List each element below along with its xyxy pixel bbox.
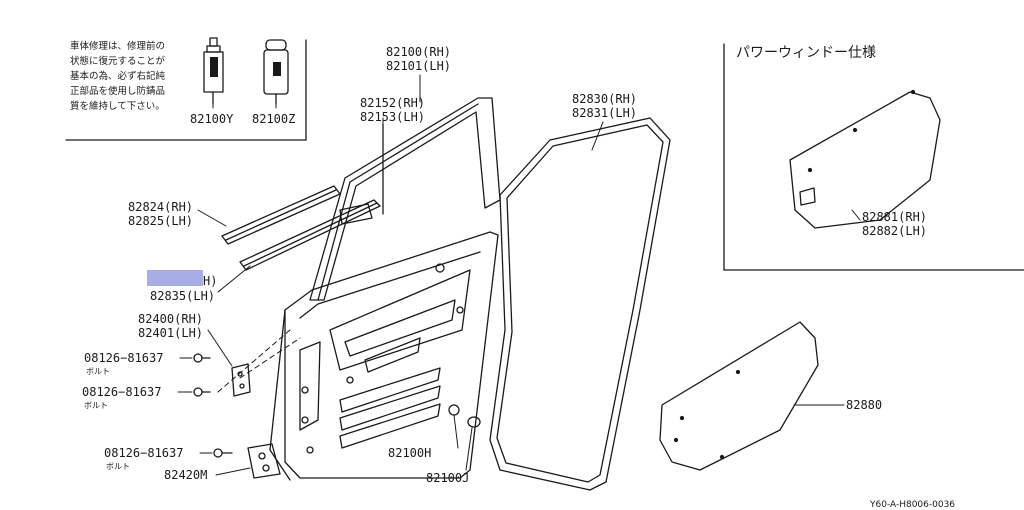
label-82100-rh: 82100(RH) <box>386 45 452 59</box>
door-hinge-upper <box>231 363 251 397</box>
label-82100h: 82100H <box>388 446 432 460</box>
label-82401-lh: 82401(LH) <box>138 326 204 340</box>
note-frame <box>65 39 307 141</box>
door-trim-82881 <box>789 89 941 229</box>
label-82825-lh: 82825(LH) <box>128 214 194 228</box>
door-hinge-lower <box>247 443 281 479</box>
label-bolt-1: 08126−81637 <box>84 351 164 365</box>
note-line-4: 正部品を使用し防錆品 <box>70 86 166 97</box>
door-trim-panel-82880 <box>659 321 819 471</box>
leader-lines <box>177 74 861 476</box>
plug-82100j-icon <box>467 416 481 428</box>
label-82100j: 82100J <box>426 471 470 485</box>
label-82830-rh: 82830(RH) <box>572 92 638 106</box>
label-82100y: 82100Y <box>190 112 234 126</box>
label-82881-rh: 82881(RH) <box>862 210 928 224</box>
note-line-1: 車体修理は、修理前の <box>70 41 166 52</box>
door-window-frame <box>309 97 501 301</box>
door-inner-panel <box>269 231 499 481</box>
label-82152-rh: 82152(RH) <box>360 96 426 110</box>
label-82880: 82880 <box>846 398 883 412</box>
label-82835-lh: 82835(LH) <box>150 289 216 303</box>
door-weatherstrip-82830 <box>489 117 671 491</box>
label-bolt-1-kana: ボルト <box>86 367 110 376</box>
label-bolt-3-kana: ボルト <box>106 462 130 471</box>
label-8283x-rh-partial: H) <box>203 274 218 288</box>
label-82153-lh: 82153(LH) <box>360 110 426 124</box>
note-line-2: 状態に復元することが <box>70 56 166 67</box>
reference-code: Y60-A-H8006-0036 <box>870 500 956 510</box>
label-82882-lh: 82882(LH) <box>862 224 928 238</box>
note-line-5: 質を維持して下さい。 <box>70 101 165 112</box>
plug-82100h-icon <box>448 404 460 416</box>
label-82420m: 82420M <box>164 468 208 482</box>
aerosol-can-82100z-icon <box>263 39 289 105</box>
belt-moulding-82824 <box>221 185 341 245</box>
label-82400-rh: 82400(RH) <box>138 312 204 326</box>
redaction-box <box>147 270 203 286</box>
bolt-icon-3 <box>213 448 233 458</box>
label-82101-lh: 82101(LH) <box>386 59 452 73</box>
bolt-icon-1 <box>193 353 211 363</box>
label-bolt-2-kana: ボルト <box>84 401 108 410</box>
weatherstrip-82835 <box>239 199 381 271</box>
spray-can-82100y-icon <box>203 37 224 105</box>
label-82100z: 82100Z <box>252 112 296 126</box>
label-bolt-3: 08126−81637 <box>104 446 184 460</box>
bolt-icon-2 <box>193 387 211 397</box>
note-line-3: 基本の為、必ず右記純 <box>70 71 166 82</box>
label-bolt-2: 08126−81637 <box>82 385 162 399</box>
label-82824-rh: 82824(RH) <box>128 200 194 214</box>
power-window-inset-frame <box>723 43 1024 271</box>
power-window-title: パワーウィンドー仕様 <box>736 45 876 61</box>
label-82831-lh: 82831(LH) <box>572 106 638 120</box>
